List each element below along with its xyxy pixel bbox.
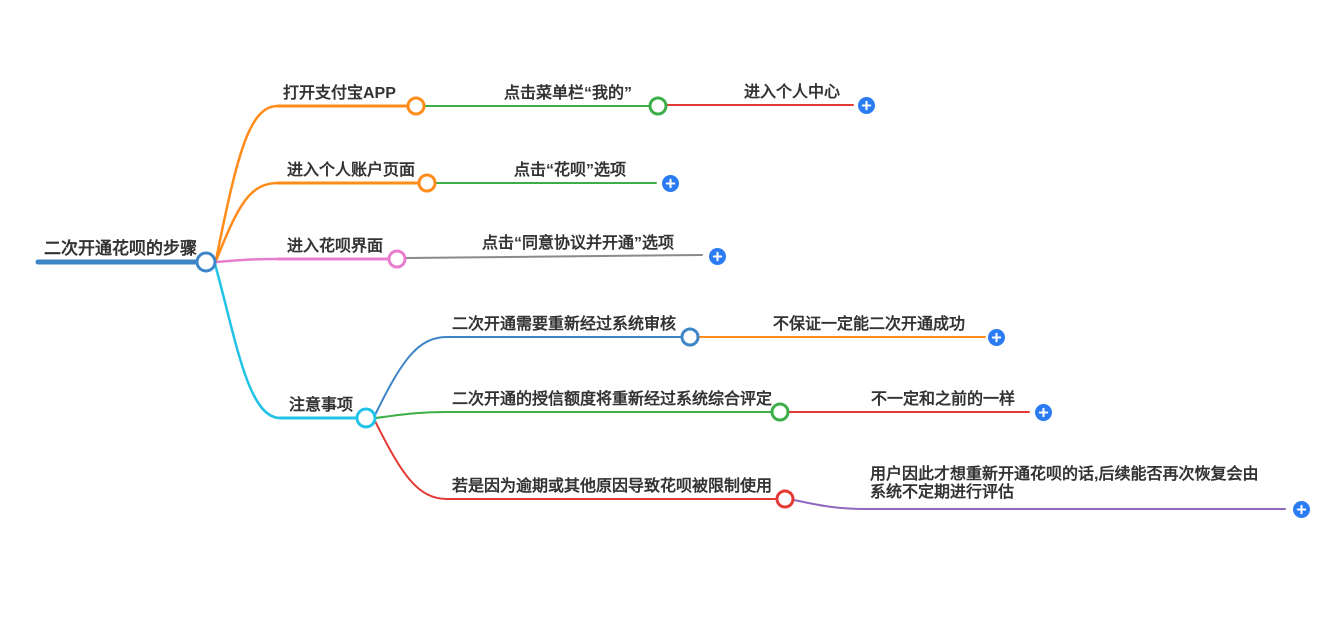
plus-icon [1038, 407, 1049, 418]
line-click-agree-open [405, 254, 703, 259]
edge-root-to-huabei-screen [214, 257, 280, 264]
toggle-circle-account-page[interactable] [417, 173, 437, 193]
node-click-agree-and-open[interactable]: 点击“同意协议并开通”选项 [482, 235, 675, 252]
node-enter-account-page[interactable]: 进入个人账户页面 [287, 162, 416, 179]
edge-notes-to-review [374, 336, 448, 416]
plus-icon [712, 251, 723, 262]
edge-notes-to-restricted [374, 420, 448, 500]
add-child-button-may-differ[interactable] [1035, 404, 1052, 421]
node-click-menu-my[interactable]: 点击菜单栏“我的” [504, 85, 633, 102]
add-child-button-huabei-option[interactable] [662, 175, 679, 192]
plus-icon [1296, 504, 1307, 515]
edge-root-to-open-alipay [214, 104, 280, 262]
node-periodic-evaluation[interactable]: 用户因此才想重新开通花呗的话,后续能否再次恢复会由 系统不定期进行评估 [870, 466, 1259, 501]
node-open-alipay-app[interactable]: 打开支付宝APP [283, 85, 396, 102]
edge-root-to-notes [213, 262, 282, 420]
toggle-circle-review-required[interactable] [680, 327, 700, 347]
line-periodic-evaluation [793, 499, 1286, 510]
toggle-circle-notes[interactable] [355, 407, 377, 429]
toggle-circle-root[interactable] [195, 251, 217, 273]
node-restricted-usage[interactable]: 若是因为逾期或其他原因导致花呗被限制使用 [452, 478, 773, 495]
node-click-huabei-option[interactable]: 点击“花呗”选项 [514, 162, 627, 179]
add-child-button-agree-and-open[interactable] [709, 248, 726, 265]
add-child-button-personal-center[interactable] [858, 97, 875, 114]
node-review-required[interactable]: 二次开通需要重新经过系统审核 [452, 316, 677, 333]
edge-root-to-account-page [214, 181, 280, 263]
plus-icon [665, 178, 676, 189]
node-no-guarantee[interactable]: 不保证一定能二次开通成功 [773, 316, 966, 333]
toggle-circle-restricted-usage[interactable] [775, 489, 795, 509]
node-notes[interactable]: 注意事项 [289, 397, 354, 414]
plus-icon [991, 332, 1002, 343]
toggle-circle-credit-reassessed[interactable] [770, 402, 790, 422]
toggle-circle-huabei-screen[interactable] [387, 249, 407, 269]
add-child-button-no-guarantee[interactable] [988, 329, 1005, 346]
node-enter-personal-center[interactable]: 进入个人中心 [744, 84, 841, 101]
node-may-differ[interactable]: 不一定和之前的一样 [871, 391, 1016, 408]
node-root[interactable]: 二次开通花呗的步骤 [44, 239, 197, 258]
toggle-circle-open-alipay[interactable] [406, 96, 426, 116]
plus-icon [861, 100, 872, 111]
node-credit-reassessed[interactable]: 二次开通的授信额度将重新经过系统综合评定 [452, 391, 773, 408]
add-child-button-periodic-evaluation[interactable] [1293, 501, 1310, 518]
edge-notes-to-credit [375, 411, 448, 419]
node-enter-huabei-screen[interactable]: 进入花呗界面 [287, 238, 384, 255]
toggle-circle-click-menu-my[interactable] [648, 96, 668, 116]
